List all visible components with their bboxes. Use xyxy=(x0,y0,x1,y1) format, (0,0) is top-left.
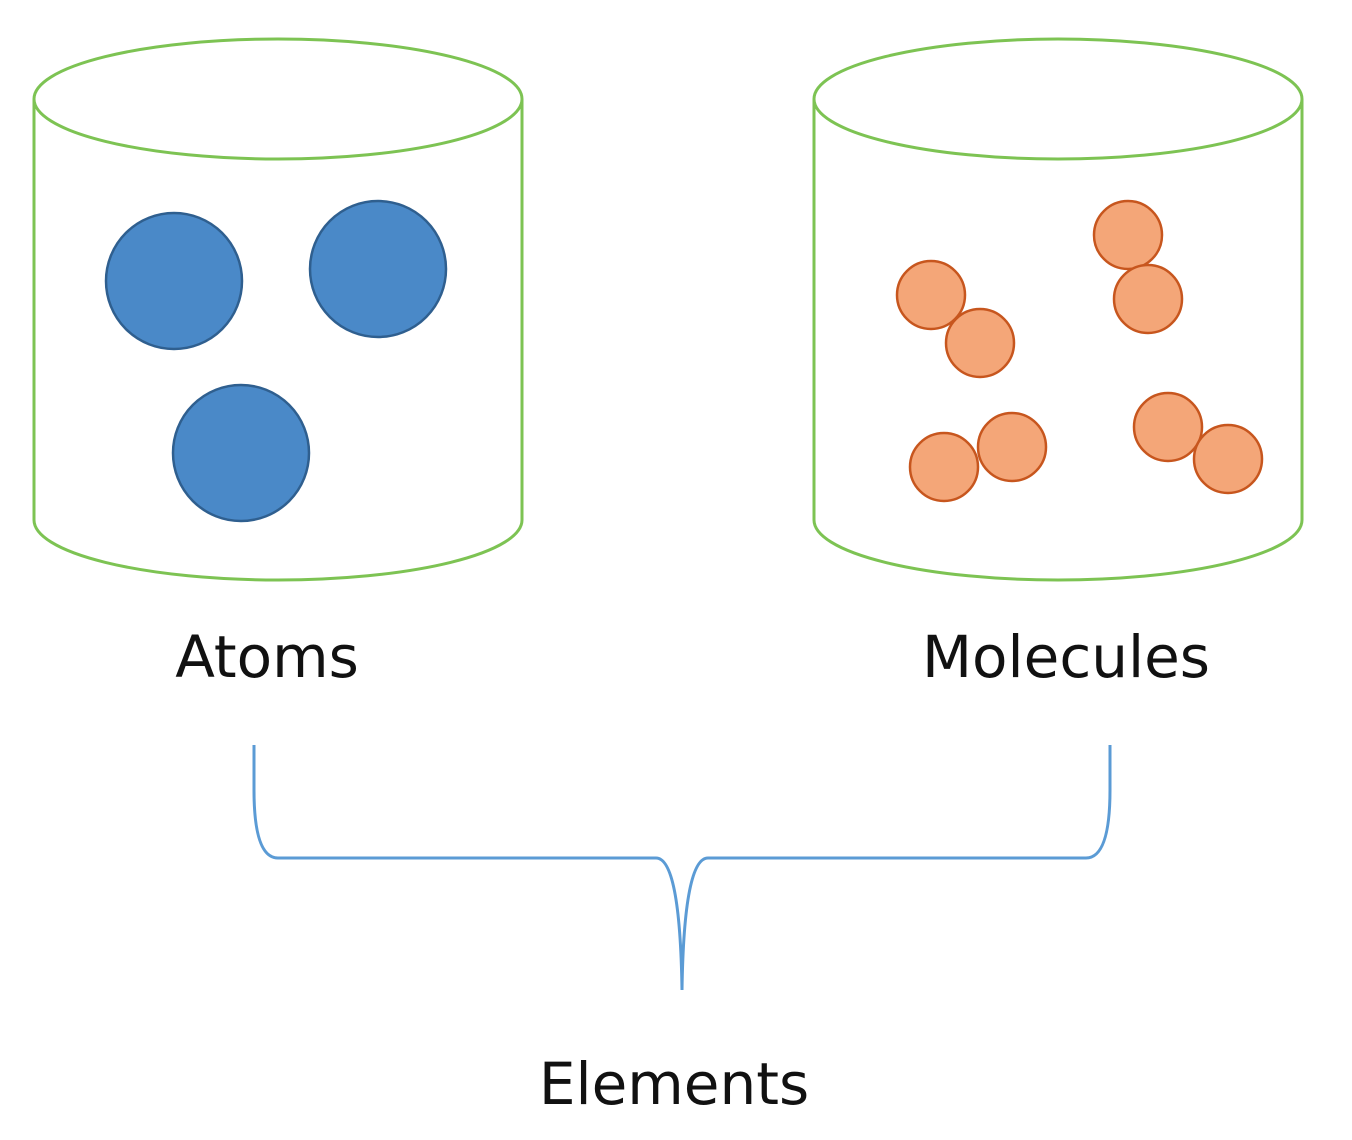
molecule xyxy=(1092,199,1184,335)
atom xyxy=(308,199,448,339)
atoms-container-cylinder xyxy=(32,37,524,582)
molecules-container-cylinder xyxy=(812,37,1304,582)
molecule-atom xyxy=(895,259,967,331)
atoms-container-top xyxy=(32,37,524,161)
molecule-atom xyxy=(976,411,1048,483)
molecule-atom xyxy=(1192,423,1264,495)
molecule-atom xyxy=(1132,391,1204,463)
molecule xyxy=(895,259,1016,379)
atom xyxy=(104,211,244,351)
atoms-label: Atoms xyxy=(175,623,359,691)
molecule-atom xyxy=(944,307,1016,379)
atoms-group xyxy=(104,199,448,523)
elements-label: Elements xyxy=(538,1050,810,1118)
molecule-atom xyxy=(1112,263,1184,335)
molecule xyxy=(908,411,1048,503)
atom xyxy=(171,383,311,523)
molecule-atom xyxy=(1092,199,1164,271)
molecule-atom xyxy=(908,431,980,503)
atoms-container-body xyxy=(32,99,524,582)
molecules-container-top xyxy=(812,37,1304,161)
molecules-label: Molecules xyxy=(922,623,1210,691)
molecule xyxy=(1132,391,1264,495)
molecules-container-body xyxy=(812,99,1304,582)
molecules-group xyxy=(895,199,1264,503)
grouping-brace xyxy=(252,745,1112,991)
